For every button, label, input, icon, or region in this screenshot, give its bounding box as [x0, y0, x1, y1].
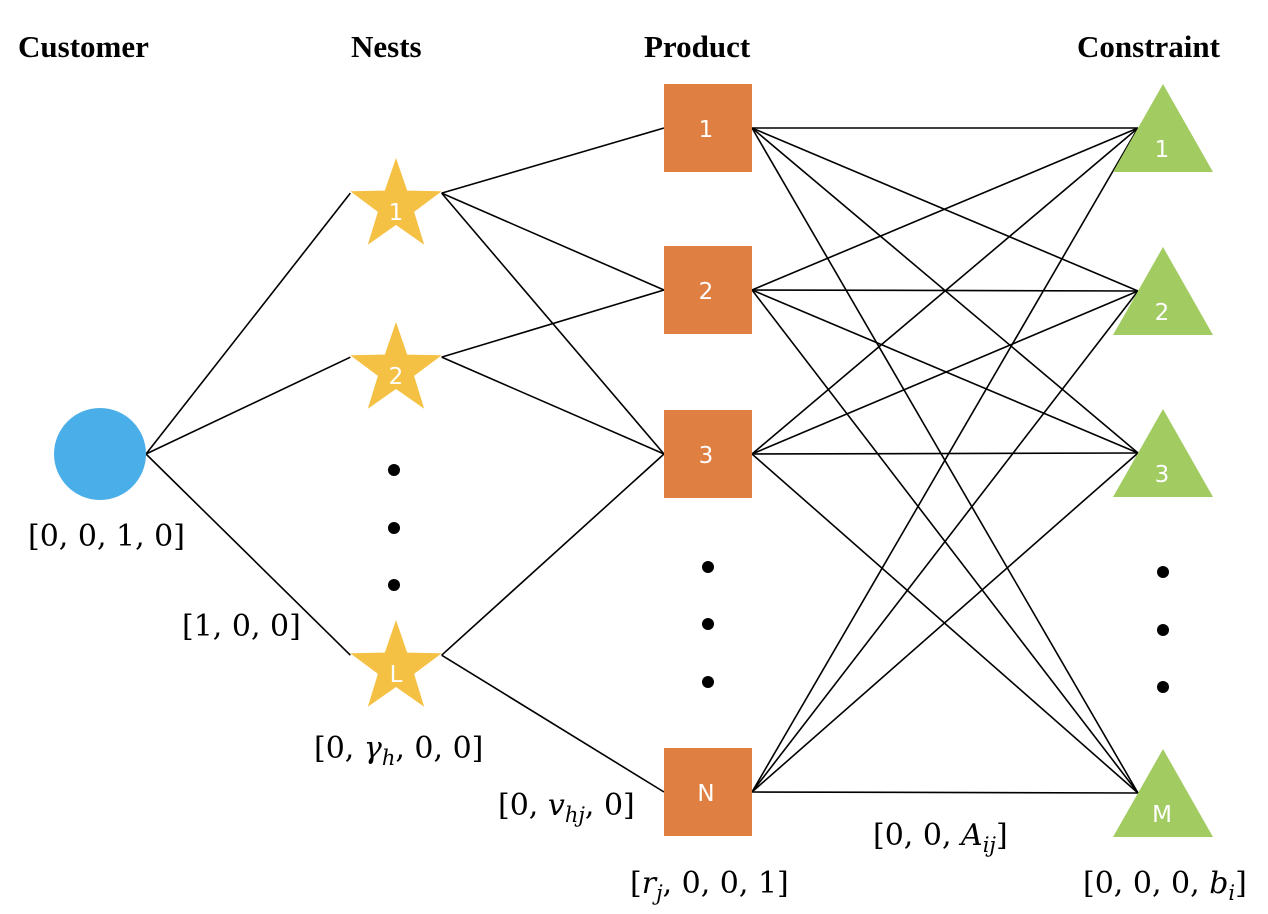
star-icon: [350, 620, 442, 707]
ellipsis-dot: [702, 618, 714, 630]
ellipsis-dot: [1157, 624, 1169, 636]
header-nests: Nests: [351, 29, 422, 64]
product-node-2: 2: [664, 246, 752, 334]
edge-product-N-constraint-3: [751, 452, 1139, 793]
triangle-icon: [1113, 409, 1213, 497]
edge-product-2-constraint-3: [751, 289, 1139, 454]
edge-nest-L-product-3: [441, 453, 665, 656]
ellipsis-dot: [702, 676, 714, 688]
nest-product-edge-label: [0, vhj, 0]: [498, 788, 635, 827]
ellipsis-dot: [702, 561, 714, 573]
constraint-feature-label: [0, 0, 0, bi]: [1083, 866, 1247, 905]
square-icon: [664, 246, 752, 334]
ellipsis-dots: [388, 464, 1169, 693]
nest-label: L: [390, 662, 403, 688]
constraint-label: 1: [1155, 137, 1170, 163]
triangle-icon: [1113, 84, 1213, 172]
edge-customer-nest-2: [145, 356, 351, 455]
star-icon: [350, 322, 442, 409]
square-icon: [664, 748, 752, 836]
triangle-icon: [1113, 749, 1213, 837]
product-constraint-edge-label: [0, 0, Aij]: [873, 818, 1008, 857]
constraint-node-3: 3: [1113, 409, 1213, 497]
edge-nest-1-product-1: [441, 127, 665, 194]
constraint-label: 2: [1155, 300, 1170, 326]
constraint-label: M: [1152, 802, 1172, 828]
nest-feature-label: [0, γh, 0, 0]: [314, 731, 483, 770]
nest-node-1: 1: [350, 158, 442, 245]
edge-product-3-constraint-1: [751, 127, 1139, 455]
customer-feature-label: [0, 0, 1, 0]: [28, 519, 185, 554]
ellipsis-dot: [388, 579, 400, 591]
product-node-N: N: [664, 748, 752, 836]
ellipsis-dot: [1157, 566, 1169, 578]
product-node-3: 3: [664, 410, 752, 498]
nest-node-2: 2: [350, 322, 442, 409]
edge-product-3-constraint-2: [751, 290, 1139, 455]
product-label: 2: [699, 279, 714, 305]
header-product: Product: [644, 29, 751, 64]
constraint-label: 3: [1155, 462, 1170, 488]
ellipsis-dot: [388, 522, 400, 534]
ellipsis-dot: [388, 464, 400, 476]
edges: [145, 127, 1139, 794]
edge-product-N-constraint-1: [751, 127, 1139, 793]
constraint-ellipsis: [1157, 566, 1169, 693]
nest-label: 1: [389, 200, 404, 226]
edge-nest-2-product-2: [441, 289, 665, 358]
ellipsis-dot: [1157, 681, 1169, 693]
edge-product-2-constraint-1: [751, 127, 1139, 291]
constraint-node-2: 2: [1113, 247, 1213, 335]
edge-nest-2-product-3: [441, 356, 665, 455]
nest-ellipsis: [388, 464, 400, 591]
customer-node: [54, 408, 146, 500]
product-label: N: [697, 781, 714, 807]
product-feature-label: [rj, 0, 0, 1]: [630, 866, 789, 905]
product-label: 1: [699, 117, 714, 143]
product-ellipsis: [702, 561, 714, 688]
star-icon: [350, 158, 442, 245]
edge-product-N-constraint-2: [751, 290, 1139, 793]
edge-nest-1-product-2: [441, 192, 665, 291]
product-node-1: 1: [664, 84, 752, 172]
edge-product-3-constraint-3: [751, 452, 1139, 455]
triangle-icon: [1113, 247, 1213, 335]
product-label: 3: [699, 443, 714, 469]
square-icon: [664, 84, 752, 172]
header-constraint: Constraint: [1077, 29, 1221, 64]
customer-nest-edge-label: [1, 0, 0]: [182, 609, 301, 644]
constraint-node-M: M: [1113, 749, 1213, 837]
edge-customer-nest-1: [145, 192, 351, 455]
header-customer: Customer: [18, 29, 149, 64]
constraint-node-1: 1: [1113, 84, 1213, 172]
customer-circle: [54, 408, 146, 500]
nest-label: 2: [389, 364, 404, 390]
edge-product-N-constraint-M: [751, 791, 1139, 794]
square-icon: [664, 410, 752, 498]
edge-nest-L-product-N: [441, 654, 665, 793]
edge-customer-nest-L: [145, 453, 351, 656]
nest-node-L: L: [350, 620, 442, 707]
nodes: 1 2L 1 2 3N 1 2 3M: [54, 84, 1213, 837]
